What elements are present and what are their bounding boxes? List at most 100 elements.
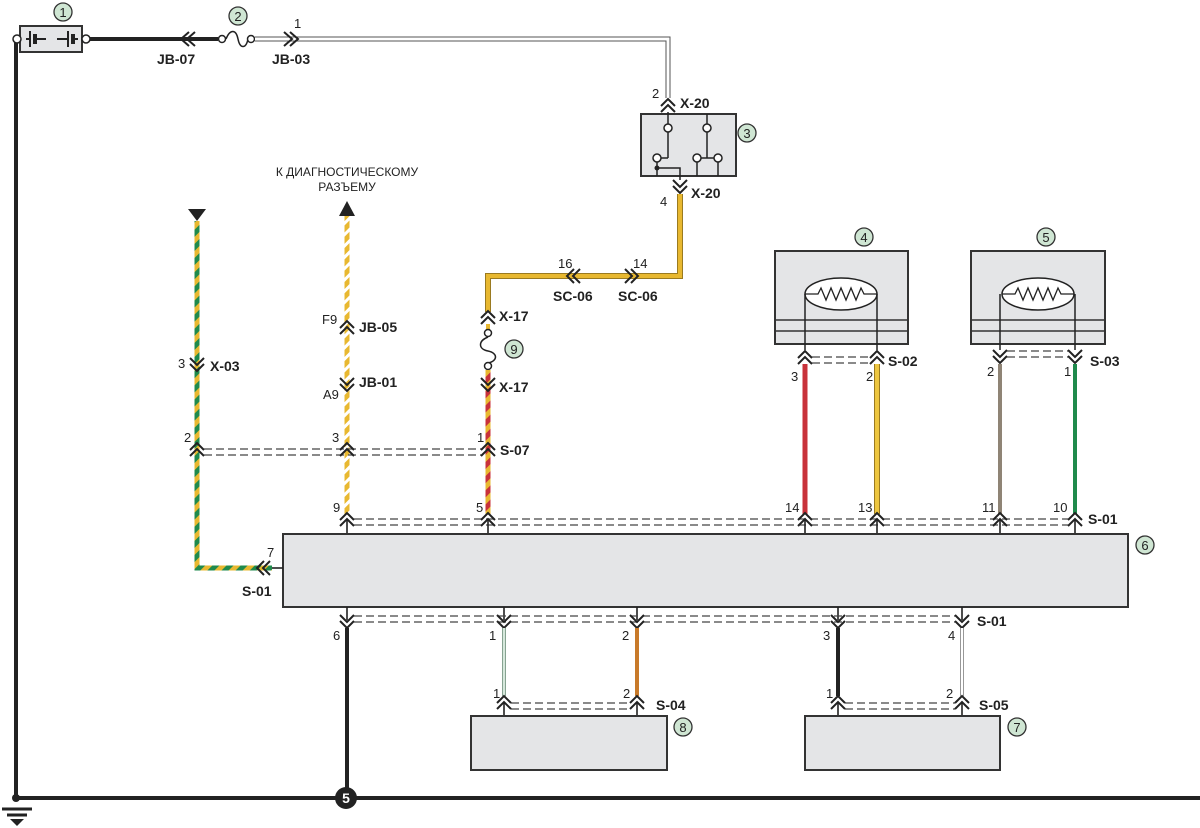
- connector-s01-bottom: [339, 607, 970, 630]
- label-sc06-right: SC-06: [618, 288, 658, 304]
- svg-text:1: 1: [493, 686, 500, 701]
- badge-battery: 1: [53, 2, 73, 22]
- svg-text:3: 3: [791, 369, 798, 384]
- ignition-switch: [640, 112, 737, 180]
- label-x20-bottom: X-20: [691, 185, 721, 201]
- svg-text:9: 9: [510, 342, 517, 357]
- svg-text:8: 8: [679, 720, 686, 735]
- connector-s01-top: [339, 511, 1083, 534]
- connector-jb01: [339, 377, 355, 393]
- svg-text:2: 2: [234, 9, 241, 24]
- svg-text:F9: F9: [322, 312, 337, 327]
- label-jb01: JB-01: [359, 374, 397, 390]
- ground-point-5: 5: [335, 787, 357, 809]
- svg-text:6: 6: [1141, 538, 1148, 553]
- label-x20-top: X-20: [680, 95, 710, 111]
- label-s05: S-05: [979, 697, 1009, 713]
- label-s01-bottom: S-01: [977, 613, 1007, 629]
- badge-sensor-5: 5: [1036, 227, 1056, 247]
- ground-bus: [12, 40, 1200, 802]
- connector-s05: [830, 694, 970, 716]
- badge-fuse-ecu: 9: [504, 339, 524, 359]
- svg-text:3: 3: [178, 356, 185, 371]
- label-sc06-left: SC-06: [553, 288, 593, 304]
- label-x03: X-03: [210, 358, 240, 374]
- ecu-block: [282, 533, 1129, 608]
- svg-text:5: 5: [1042, 230, 1049, 245]
- label-s03: S-03: [1090, 353, 1120, 369]
- svg-text:2: 2: [622, 628, 629, 643]
- connector-sc06-right: [624, 268, 640, 284]
- module-8: [470, 715, 668, 771]
- svg-text:1: 1: [294, 16, 301, 31]
- label-s01-top: S-01: [1088, 511, 1118, 527]
- svg-text:16: 16: [558, 256, 572, 271]
- svg-text:3: 3: [332, 430, 339, 445]
- label-jb07: JB-07: [157, 51, 195, 67]
- svg-text:1: 1: [1064, 364, 1071, 379]
- badge-ignition-switch: 3: [737, 123, 757, 143]
- label-s04: S-04: [656, 697, 686, 713]
- badge-fuse-main: 2: [228, 6, 248, 26]
- connector-s04: [496, 694, 645, 716]
- battery: [12, 25, 91, 53]
- label-s02: S-02: [888, 353, 918, 369]
- wire-green-yellow: [194, 221, 272, 571]
- svg-text:2: 2: [652, 86, 659, 101]
- badge-sensor-4: 4: [854, 227, 874, 247]
- badge-module-7: 7: [1007, 717, 1027, 737]
- fuse-icon: [217, 30, 256, 48]
- label-s01-left: S-01: [242, 583, 272, 599]
- connector-x20-bottom: [672, 179, 688, 195]
- connector-sc06-left: [565, 268, 581, 284]
- sensor-5: [970, 250, 1106, 350]
- badge-ecu: 6: [1135, 535, 1155, 555]
- svg-text:9: 9: [333, 500, 340, 515]
- svg-text:1: 1: [489, 628, 496, 643]
- svg-text:К ДИАГНОСТИЧЕСКОМУ: К ДИАГНОСТИЧЕСКОМУ: [276, 165, 419, 179]
- svg-text:7: 7: [267, 545, 274, 560]
- svg-text:3: 3: [823, 628, 830, 643]
- connector-s02: [797, 349, 885, 365]
- svg-text:6: 6: [333, 628, 340, 643]
- svg-text:14: 14: [633, 256, 647, 271]
- svg-text:РАЗЪЕМУ: РАЗЪЕМУ: [318, 180, 376, 194]
- svg-text:4: 4: [660, 194, 667, 209]
- module-7: [804, 715, 1001, 771]
- connector-x03: [189, 357, 205, 373]
- svg-text:A9: A9: [323, 387, 339, 402]
- svg-text:5: 5: [342, 790, 350, 806]
- svg-text:4: 4: [948, 628, 955, 643]
- connector-s03: [992, 349, 1083, 365]
- svg-text:2: 2: [184, 430, 191, 445]
- svg-text:14: 14: [785, 500, 799, 515]
- connector-s07: [189, 441, 496, 457]
- label-x17-bottom: X-17: [499, 379, 529, 395]
- connector-x17-bottom: [480, 377, 496, 393]
- connector-jb05: [339, 319, 355, 335]
- label-x17-top: X-17: [499, 308, 529, 324]
- resistor-icon: [805, 286, 877, 302]
- connector-jb07: [179, 31, 196, 47]
- fuse-icon: [479, 328, 497, 371]
- svg-text:1: 1: [477, 430, 484, 445]
- resistor-icon: [1002, 286, 1074, 302]
- badge-module-8: 8: [673, 717, 693, 737]
- svg-text:13: 13: [858, 500, 872, 515]
- battery-icon: [26, 31, 78, 47]
- connector-x20-top: [660, 97, 676, 113]
- arrow-down-icon: [188, 209, 206, 221]
- svg-text:2: 2: [866, 369, 873, 384]
- connector-x17-top: [480, 309, 496, 325]
- svg-text:4: 4: [860, 230, 867, 245]
- label-jb05: JB-05: [359, 319, 397, 335]
- diagnostic-note: К ДИАГНОСТИЧЕСКОМУ РАЗЪЕМУ: [276, 165, 419, 194]
- arrow-up-icon: [339, 201, 355, 216]
- svg-text:1: 1: [826, 686, 833, 701]
- svg-text:2: 2: [946, 686, 953, 701]
- wire-white-fuse-x20: [255, 36, 671, 98]
- svg-text:2: 2: [987, 364, 994, 379]
- connector-s01-left: [255, 560, 283, 576]
- badge-battery-number: 1: [59, 5, 66, 20]
